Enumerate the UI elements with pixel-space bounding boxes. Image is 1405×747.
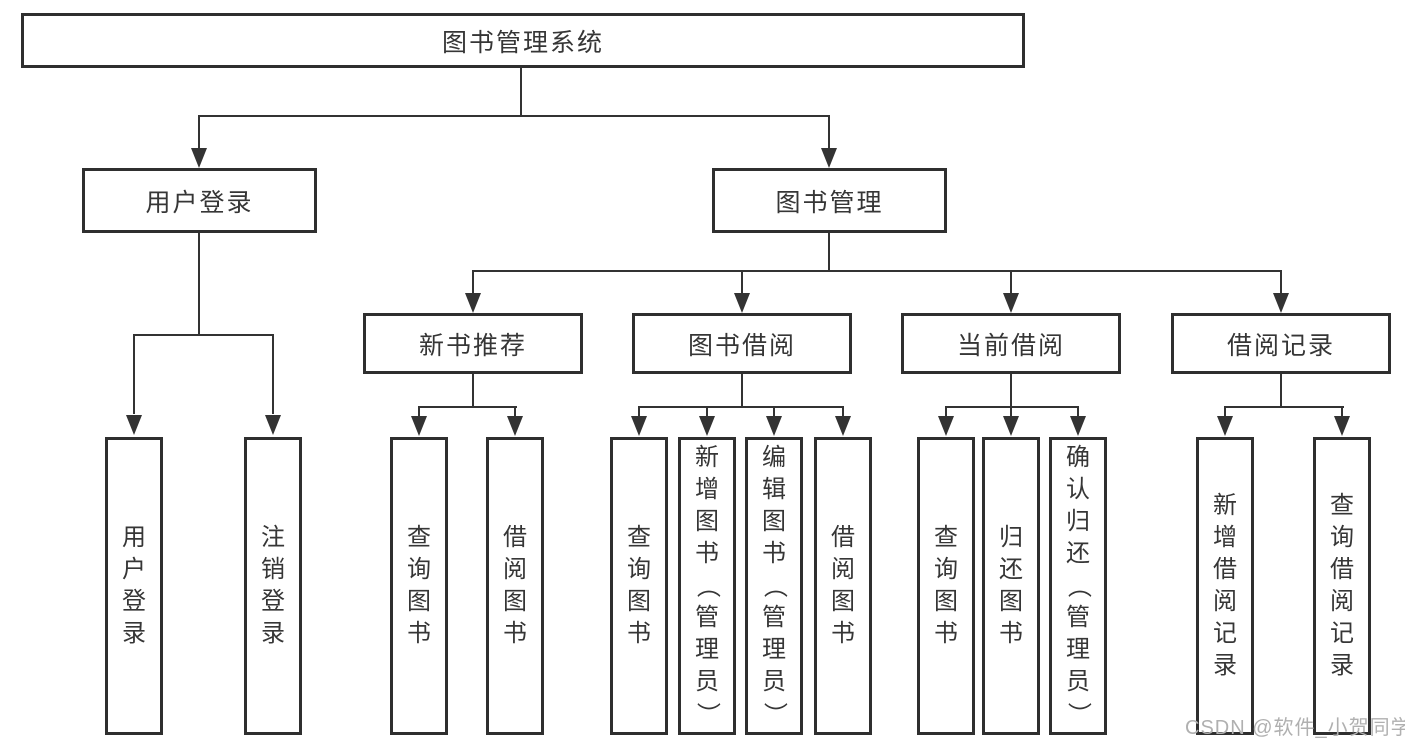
node-book-borrow: 图书借阅 <box>632 313 852 374</box>
edge-line <box>828 115 830 151</box>
arrow-down-icon <box>734 293 750 313</box>
arrow-down-icon <box>465 293 481 313</box>
arrow-down-icon <box>699 416 715 436</box>
arrow-down-icon <box>411 416 427 436</box>
edge-line <box>514 406 516 418</box>
leaf-return-books: 归还图书 <box>982 437 1040 735</box>
edge-line <box>706 406 708 418</box>
arrow-down-icon <box>126 415 142 435</box>
leaf-borrow-books-1: 借阅图书 <box>486 437 544 735</box>
arrow-down-icon <box>1334 416 1350 436</box>
leaf-confirm-return-admin: 确认归还（管理员） <box>1049 437 1107 735</box>
arrow-down-icon <box>1217 416 1233 436</box>
edge-line <box>472 270 1282 272</box>
leaf-logout: 注销登录 <box>244 437 302 735</box>
arrow-down-icon <box>821 148 837 168</box>
arrow-down-icon <box>835 416 851 436</box>
arrow-down-icon <box>938 416 954 436</box>
arrow-down-icon <box>507 416 523 436</box>
arrow-down-icon <box>1003 416 1019 436</box>
edge-line <box>638 406 640 418</box>
edge-line <box>945 406 947 418</box>
node-label: 图书管理系统 <box>441 28 604 57</box>
edge-line <box>198 233 200 336</box>
arrow-down-icon <box>1003 293 1019 313</box>
leaf-edit-books-admin: 编辑图书（管理员） <box>745 437 803 735</box>
arrow-down-icon <box>265 415 281 435</box>
node-borrow-records: 借阅记录 <box>1171 313 1391 374</box>
leaf-query-books-3: 查询图书 <box>917 437 975 735</box>
edge-line <box>842 406 844 418</box>
node-label: 借阅记录 <box>1226 331 1335 360</box>
edge-line <box>1010 270 1012 296</box>
edge-line <box>638 406 844 408</box>
leaf-add-borrow-record: 新增借阅记录 <box>1196 437 1254 735</box>
edge-line <box>272 334 274 414</box>
edge-line <box>1010 374 1012 408</box>
edge-line <box>1341 406 1343 418</box>
edge-line <box>520 68 522 116</box>
edge-line <box>1224 406 1226 418</box>
leaf-query-borrow-record: 查询借阅记录 <box>1313 437 1371 735</box>
arrow-down-icon <box>766 416 782 436</box>
arrow-down-icon <box>191 148 207 168</box>
node-user-login: 用户登录 <box>82 168 317 233</box>
leaf-query-books-2: 查询图书 <box>610 437 668 735</box>
node-label: 新书推荐 <box>418 331 527 360</box>
leaf-add-books-admin: 新增图书（管理员） <box>678 437 736 735</box>
edge-line <box>1224 406 1344 408</box>
edge-line <box>198 115 830 117</box>
node-current-borrow: 当前借阅 <box>901 313 1121 374</box>
node-library-management-system: 图书管理系统 <box>21 13 1025 68</box>
node-label: 用户登录 <box>145 188 254 217</box>
node-label: 图书借阅 <box>687 331 796 360</box>
node-label: 当前借阅 <box>956 331 1065 360</box>
edge-line <box>133 334 274 336</box>
edge-line <box>741 270 743 296</box>
node-new-book-recommend: 新书推荐 <box>363 313 583 374</box>
edge-line <box>418 406 420 418</box>
edge-line <box>133 334 135 414</box>
edge-line <box>472 270 474 296</box>
edge-line <box>773 406 775 418</box>
edge-line <box>198 115 200 151</box>
edge-line <box>1010 406 1012 418</box>
edge-line <box>828 233 830 272</box>
edge-line <box>1280 270 1282 296</box>
csdn-watermark: CSDN @软件_小贺同学 <box>1185 717 1405 739</box>
edge-line <box>741 374 743 408</box>
leaf-query-books-1: 查询图书 <box>390 437 448 735</box>
edge-line <box>1280 374 1282 408</box>
node-label: 图书管理 <box>775 188 884 217</box>
edge-line <box>945 406 1079 408</box>
leaf-user-login: 用户登录 <box>105 437 163 735</box>
edge-line <box>1077 406 1079 418</box>
leaf-borrow-books-2: 借阅图书 <box>814 437 872 735</box>
edge-line <box>472 374 474 408</box>
arrow-down-icon <box>1273 293 1289 313</box>
arrow-down-icon <box>1070 416 1086 436</box>
node-book-management: 图书管理 <box>712 168 947 233</box>
arrow-down-icon <box>631 416 647 436</box>
edge-line <box>418 406 517 408</box>
